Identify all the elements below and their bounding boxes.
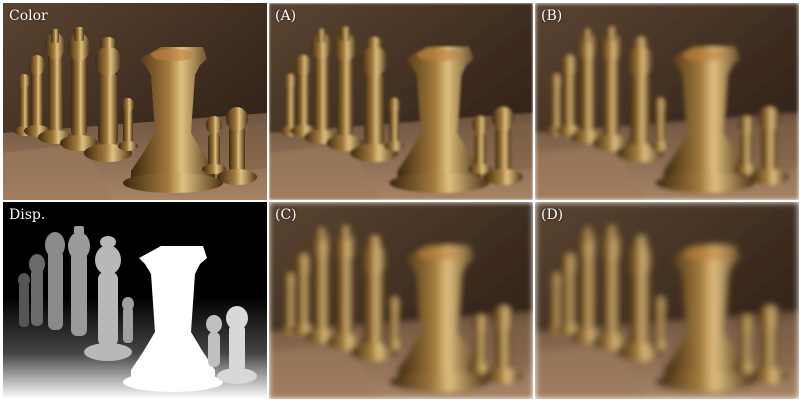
panel-color: Color (3, 3, 267, 200)
panel-label-c: (C) (275, 207, 297, 223)
chess-photo-c (269, 202, 533, 399)
panel-d: (D) (535, 202, 799, 399)
chess-photo-color (3, 3, 267, 200)
panel-label-color: Color (9, 8, 48, 24)
panel-label-d: (D) (541, 207, 564, 223)
panel-c: (C) (269, 202, 533, 399)
panel-disparity: Disp. (3, 202, 267, 399)
chess-photo-d (535, 202, 799, 399)
panel-label-disparity: Disp. (9, 207, 46, 223)
chess-photo-a (269, 3, 533, 200)
panel-a: (A) (269, 3, 533, 200)
panel-label-a: (A) (275, 8, 297, 24)
disparity-map (3, 202, 267, 399)
panel-label-b: (B) (541, 8, 563, 24)
panel-b: (B) (535, 3, 799, 200)
chess-photo-b (535, 3, 799, 200)
